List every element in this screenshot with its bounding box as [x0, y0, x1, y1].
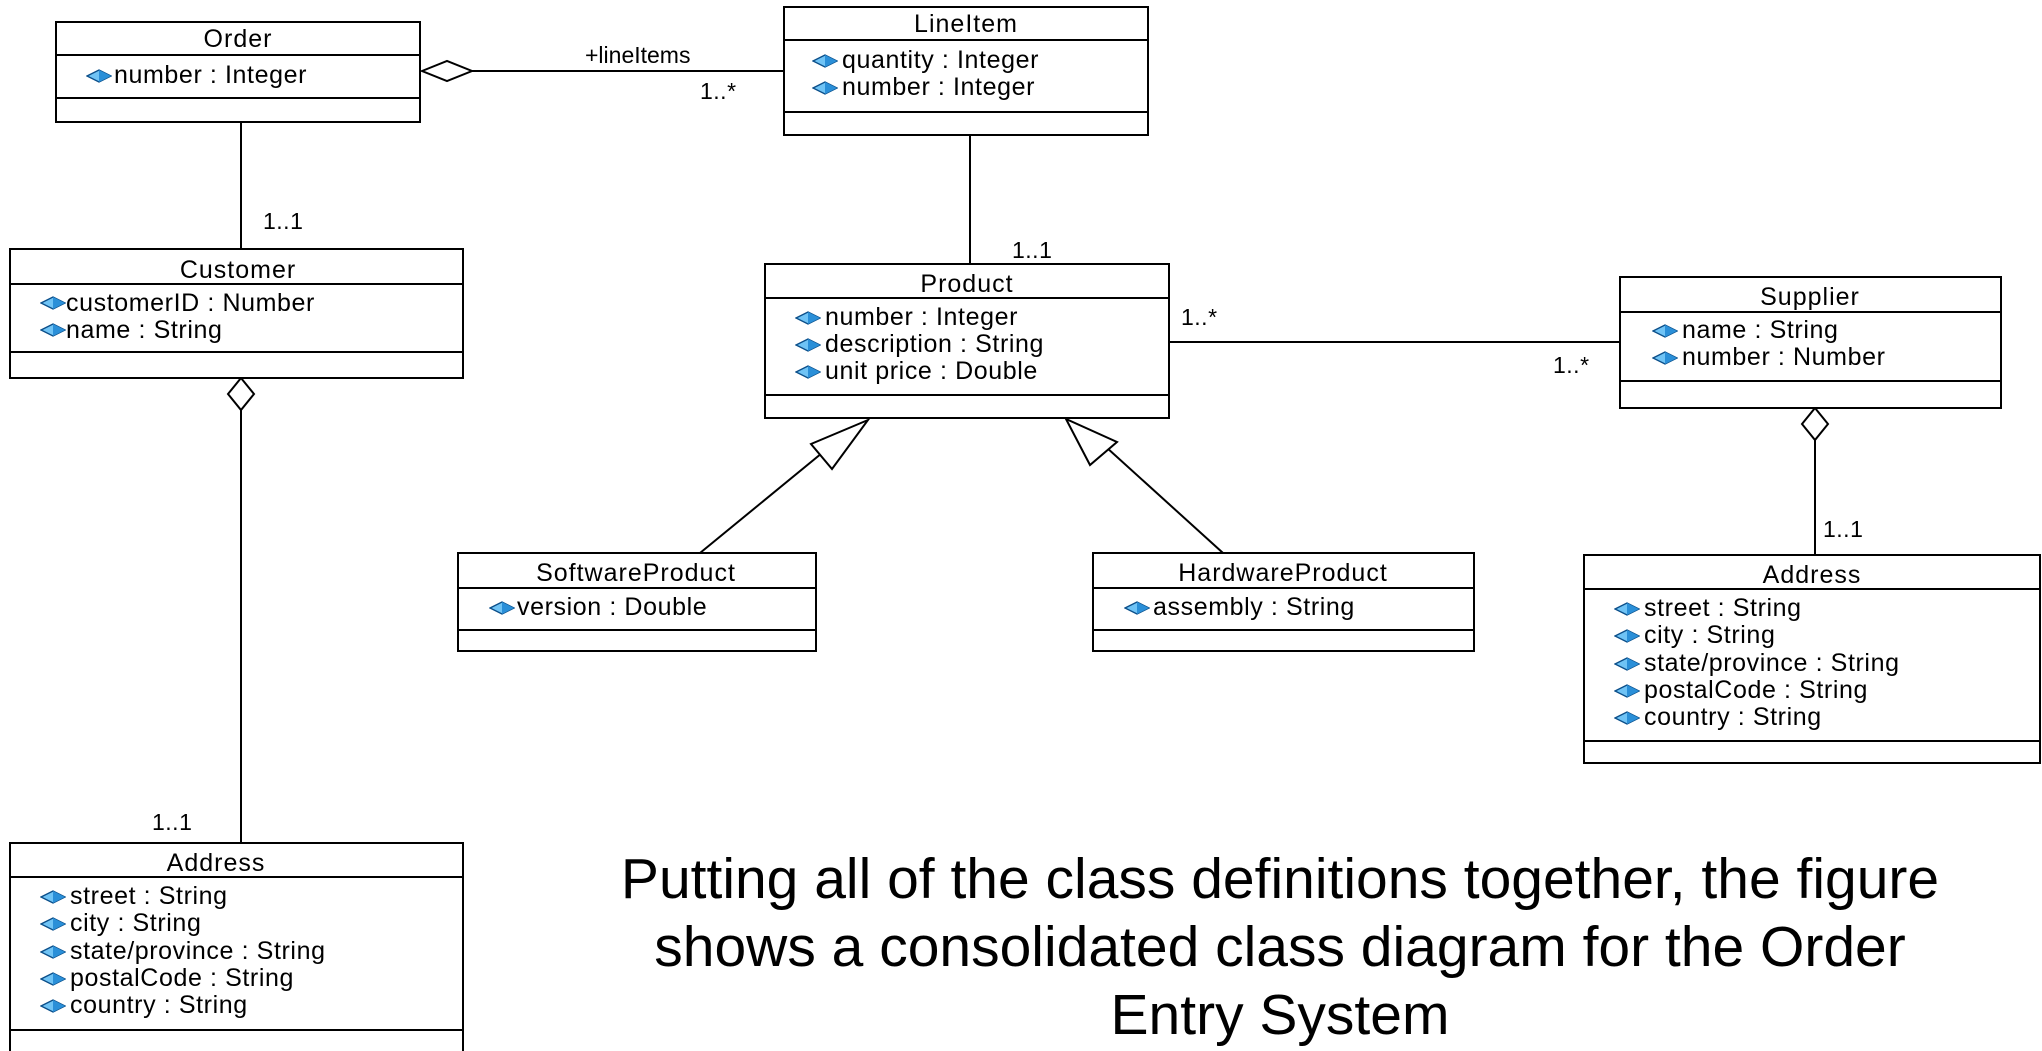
class-name: Product — [920, 270, 1013, 298]
product-multiplicity: 1..1 — [1012, 237, 1052, 263]
attribute: state/province : String — [70, 937, 326, 965]
attribute: number : Number — [1682, 343, 1886, 371]
class-softwareproduct[interactable]: SoftwareProduct version : Double — [457, 552, 817, 652]
attribute: version : Double — [517, 593, 707, 621]
attribute: unit price : Double — [825, 357, 1038, 385]
class-address-supplier[interactable]: Address street : String city : String st… — [1583, 554, 2041, 764]
attribute: number : Integer — [825, 303, 1018, 331]
attribute: name : String — [1682, 316, 1838, 344]
attribute: city : String — [1644, 621, 1775, 649]
class-supplier[interactable]: Supplier name : String number : Number — [1619, 276, 2002, 409]
attribute: street : String — [70, 882, 228, 910]
class-name: Order — [204, 25, 273, 53]
customer-multiplicity: 1..1 — [263, 208, 303, 234]
product-supplier-multiplicity-product: 1..* — [1181, 304, 1218, 330]
caption-line: Putting all of the class definitions tog… — [620, 847, 1940, 911]
generalization-arrow-software — [809, 417, 871, 471]
lineitems-multiplicity: 1..* — [700, 78, 737, 104]
caption-line: shows a consolidated class diagram for t… — [654, 915, 1906, 979]
class-lineitem[interactable]: LineItem quantity : Integer number : Int… — [783, 6, 1149, 136]
caption-line: Entry System — [1110, 983, 1450, 1047]
attribute: postalCode : String — [70, 964, 294, 992]
attribute: street : String — [1644, 594, 1802, 622]
class-name: Address — [167, 849, 266, 877]
attribute: quantity : Integer — [842, 46, 1039, 74]
class-customer[interactable]: Customer customerID : Number name : Stri… — [9, 248, 464, 379]
caption-text: Putting all of the class definitions tog… — [530, 845, 2030, 1049]
attribute: description : String — [825, 330, 1044, 358]
aggregation-diamond-supplier — [1800, 406, 1830, 442]
attribute: city : String — [70, 909, 201, 937]
connectors — [226, 59, 1830, 843]
class-name: Supplier — [1760, 283, 1860, 311]
class-name: Customer — [180, 256, 296, 284]
hardware-generalization — [1105, 446, 1224, 554]
lineitems-role-label: +lineItems — [585, 42, 690, 68]
class-hardwareproduct[interactable]: HardwareProduct assembly : String — [1092, 552, 1475, 652]
product-supplier-multiplicity-supplier: 1..* — [1553, 352, 1590, 378]
class-order[interactable]: Order number : Integer — [55, 21, 421, 123]
customer-address-multiplicity: 1..1 — [152, 809, 192, 835]
generalization-arrow-hardware — [1063, 416, 1119, 467]
attribute: state/province : String — [1644, 649, 1900, 677]
class-product[interactable]: Product number : Integer description : S… — [764, 263, 1170, 419]
aggregation-diamond-order — [419, 59, 475, 83]
software-generalization — [699, 443, 834, 554]
attribute: country : String — [70, 991, 248, 1019]
attribute: name : String — [66, 316, 222, 344]
class-name: SoftwareProduct — [536, 559, 736, 587]
class-name: HardwareProduct — [1178, 559, 1388, 587]
class-address-customer[interactable]: Address street : String city : String st… — [9, 842, 464, 1051]
attribute: customerID : Number — [66, 289, 315, 317]
class-name: LineItem — [914, 10, 1018, 38]
attribute: number : Integer — [842, 73, 1035, 101]
attribute: postalCode : String — [1644, 676, 1868, 704]
attribute: country : String — [1644, 703, 1822, 731]
supplier-address-multiplicity: 1..1 — [1823, 516, 1863, 542]
attribute: assembly : String — [1153, 593, 1355, 621]
attribute: number : Integer — [114, 61, 307, 89]
class-name: Address — [1763, 561, 1862, 589]
aggregation-diamond-customer — [226, 376, 256, 412]
